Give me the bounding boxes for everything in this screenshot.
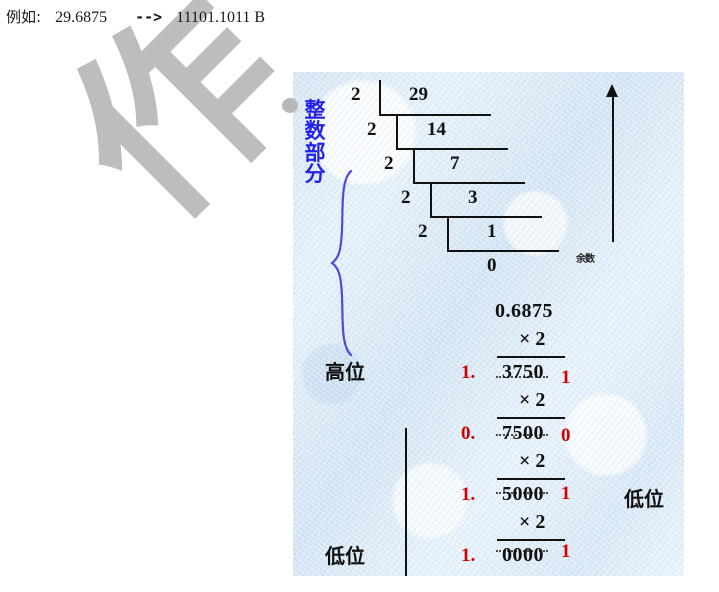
dividend-row-2: 7 (450, 153, 460, 174)
division-vline-1 (396, 114, 398, 148)
example-label: 例如: (6, 8, 42, 26)
watermark-secondary-char: 作 (387, 0, 586, 25)
integer-label-char-3: 分 (304, 162, 326, 187)
multiply-op-3: × 2 (519, 511, 546, 533)
integer-part-label: 整 数 部 分 (303, 98, 327, 187)
fraction-bit-order-arrow-shaft (405, 428, 407, 576)
division-hline-2 (413, 182, 525, 184)
multiply-rule-1 (497, 417, 565, 419)
multiply-op-2: × 2 (519, 450, 546, 472)
fraction-carry-0: 1. (461, 362, 476, 383)
fraction-result-2: 5000 (502, 483, 544, 505)
integer-low-bit-label: 低位 (624, 486, 664, 511)
divisor-row-2: 2 (384, 153, 394, 174)
remainder-caption: 余数 (576, 254, 595, 265)
division-hline-0 (379, 114, 491, 116)
division-hline-4 (447, 250, 559, 252)
multiplication-ladder: 0.6875 × 2 1. 3750 × 2 0. 7500 × 2 1. 50… (325, 300, 671, 576)
division-ladder: 2 29 2 14 2 7 2 3 2 1 0 (351, 80, 601, 280)
division-hline-1 (396, 148, 508, 150)
example-conversion-line: 例如: 29.6875 --> 11101.1011 B (6, 6, 265, 27)
dividend-row-0: 29 (409, 84, 428, 105)
divisor-row-0: 2 (351, 84, 361, 105)
example-decimal-value: 29.6875 (55, 9, 108, 26)
integer-label-char-0: 整 (304, 98, 326, 122)
division-hline-3 (430, 216, 542, 218)
integer-bit-order-arrow-head (606, 84, 618, 97)
multiply-rule-0 (497, 356, 565, 358)
remainder-leader-0 (496, 375, 548, 378)
integer-label-char-2: 部 (304, 140, 326, 165)
multiply-rule-3 (497, 539, 565, 541)
fraction-low-bit-label: 低位 (325, 544, 365, 568)
remainder-leader-2 (496, 491, 548, 494)
watermark-main-char: 作 (27, 0, 335, 263)
divisor-row-3: 2 (401, 187, 411, 208)
multiply-rule-2 (497, 478, 565, 480)
division-vline-3 (430, 182, 432, 216)
divisor-row-4: 2 (418, 221, 428, 242)
fraction-result-0: 3750 (502, 361, 544, 383)
example-arrow-icon: --> (135, 8, 163, 26)
remainder-digit-1: 0 (561, 424, 571, 446)
integer-label-char-1: 数 (304, 119, 326, 144)
fraction-start-value: 0.6875 (495, 300, 553, 322)
fraction-high-bit-label: 高位 (325, 360, 365, 384)
integer-part-brace (329, 168, 684, 363)
division-vline-2 (413, 148, 415, 182)
example-binary-value: 11101.1011 B (176, 9, 266, 26)
division-vline-4 (447, 216, 449, 250)
multiply-op-0: × 2 (519, 328, 546, 350)
division-vline-0 (379, 80, 381, 114)
remainder-digit-3: 1 (561, 540, 571, 562)
multiply-op-1: × 2 (519, 389, 546, 411)
fraction-result-3: 0000 (502, 544, 544, 566)
remainder-digit-0: 1 (561, 366, 571, 388)
dividend-row-3: 3 (468, 187, 478, 208)
dividend-row-1: 14 (427, 119, 446, 140)
integer-bit-order-arrow-shaft (612, 94, 614, 242)
fraction-carry-1: 0. (461, 423, 476, 444)
remainder-leader-1 (496, 433, 548, 436)
panel-edge-dot-artifact (282, 98, 298, 113)
dividend-row-4: 1 (487, 221, 497, 242)
remainder-leader-3 (496, 549, 548, 552)
final-quotient: 0 (487, 255, 497, 276)
fraction-carry-3: 1. (461, 545, 476, 566)
divisor-row-1: 2 (367, 119, 377, 140)
fraction-result-1: 7500 (502, 422, 544, 444)
binary-conversion-figure: 整 数 部 分 2 29 2 14 2 7 2 3 2 1 (293, 72, 684, 576)
fraction-carry-2: 1. (461, 484, 476, 505)
remainder-digit-2: 1 (561, 482, 571, 504)
